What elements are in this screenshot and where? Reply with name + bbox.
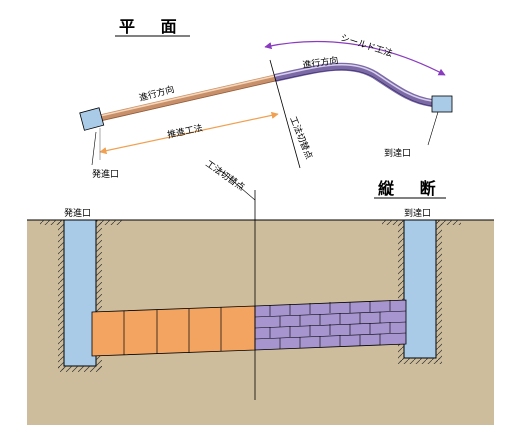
section-departure-shaft <box>63 219 97 367</box>
plan-departure-shaft-label: 発進口 <box>92 168 119 180</box>
shield-method-arrow <box>264 40 446 76</box>
section-shield-segments <box>254 299 407 351</box>
plan-shield-tunnel <box>274 62 433 107</box>
plan-title: 平 面 <box>119 17 187 36</box>
section-jacking-pipe <box>91 305 256 357</box>
section-departure-shaft-label: 発進口 <box>64 207 91 219</box>
section-title: 縦 断 <box>378 179 446 198</box>
section-arrival-shaft <box>403 219 437 359</box>
plan-switch-point-line <box>269 59 301 169</box>
plan-arrival-shaft <box>431 95 453 113</box>
section-arrival-shaft-label: 到達口 <box>404 207 431 219</box>
plan-arrival-shaft-label: 到達口 <box>384 147 411 159</box>
shield-method-label: シールド工法 <box>339 31 394 59</box>
plan-departure-shaft <box>79 107 105 131</box>
jacking-method-label: 推進工法 <box>166 122 204 141</box>
jacking-method-arrow <box>99 111 279 155</box>
section-switch-point-label: 工法切替点 <box>203 158 247 194</box>
plan-jacking-pipe <box>99 74 276 122</box>
